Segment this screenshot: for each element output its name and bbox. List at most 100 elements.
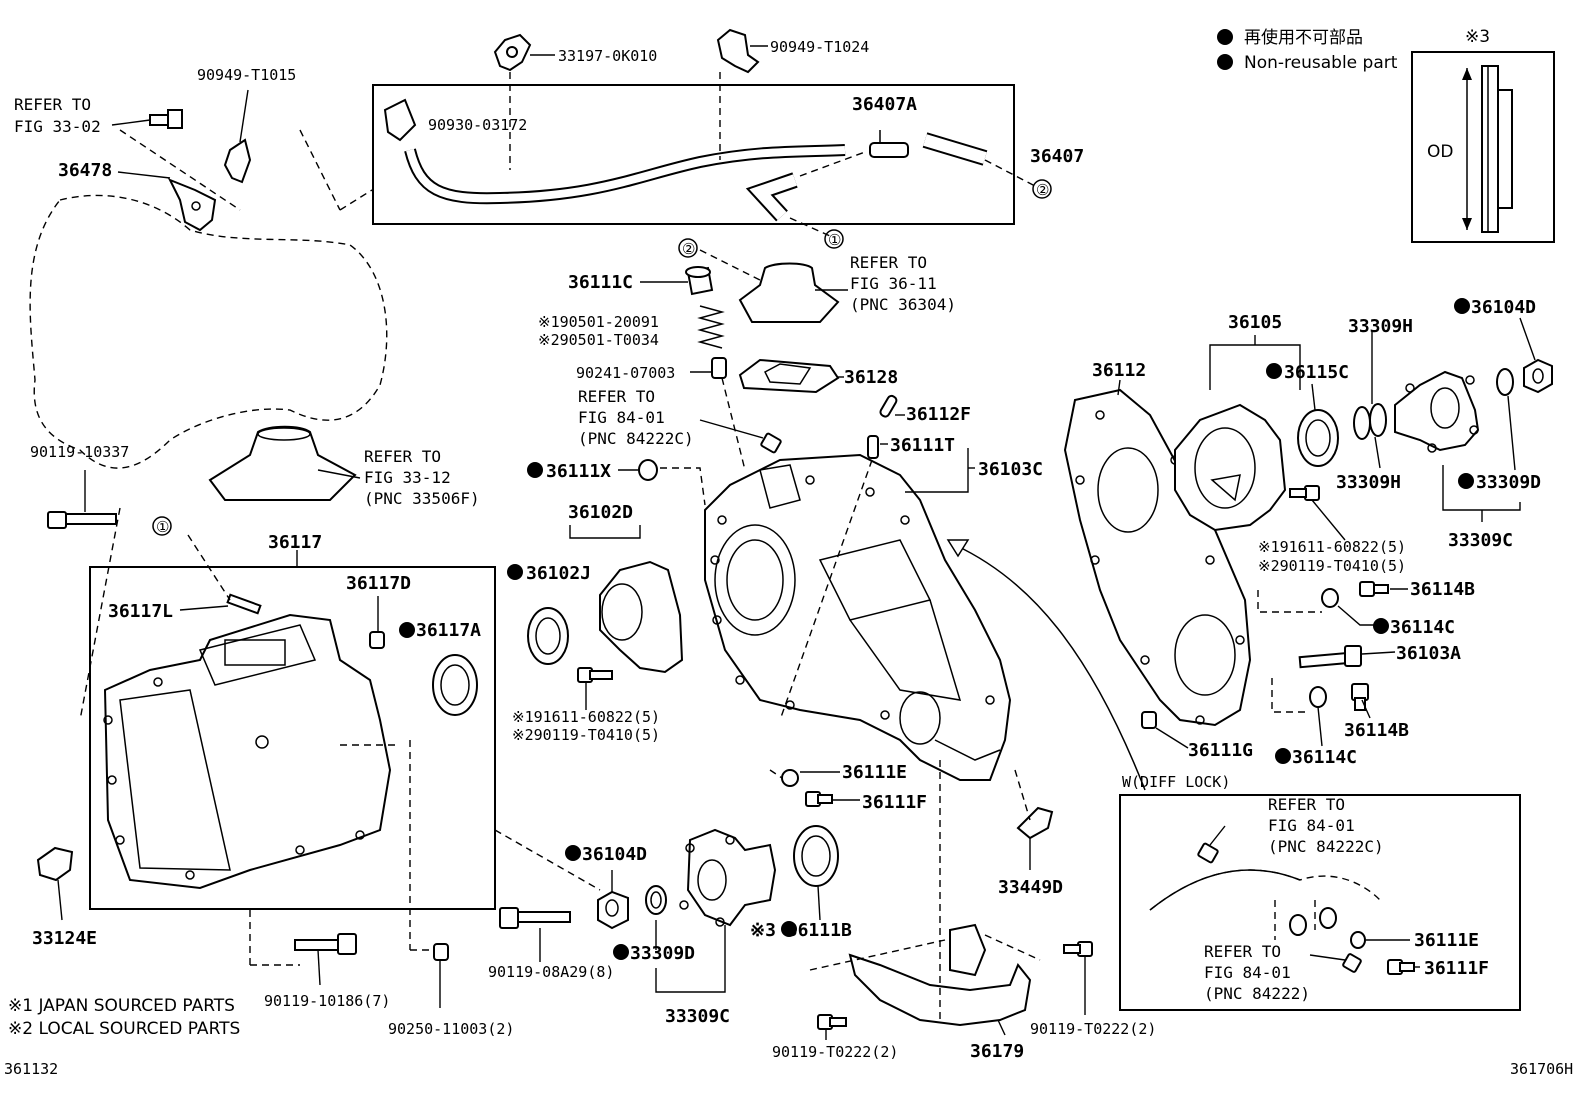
bolt-90119-10186 <box>249 910 357 986</box>
label-90250-11003: 90250-11003(2) <box>388 1020 514 1038</box>
extension-housing-box <box>89 534 496 910</box>
gasket-36114c-lower <box>1271 678 1327 747</box>
nonreusable-bullets <box>399 298 1474 960</box>
bolt-90119-08a29 <box>494 829 601 962</box>
label-36114b-top: 36114B <box>1410 579 1475 600</box>
bolt-36103a <box>1298 645 1396 669</box>
bolt-36105-retainer <box>1289 485 1346 541</box>
label-36179: 36179 <box>970 1041 1024 1062</box>
pin-36112f <box>879 394 905 418</box>
clip-90949-t1024 <box>716 28 768 160</box>
label-90241-07003: 90241-07003 <box>576 364 675 382</box>
case-cover-36112 <box>1063 379 1252 727</box>
label-36111b: ※3 36111B <box>750 920 852 941</box>
bolt-36111f <box>805 791 860 807</box>
label-90119-t0222-right: 90119-T0222(2) <box>1030 1020 1156 1038</box>
label-33449d: 33449D <box>998 877 1063 898</box>
label-33309h-top: 33309H <box>1348 316 1413 337</box>
label-90119-10337: 90119-10337 <box>30 443 129 461</box>
label-36407: 36407 <box>1030 146 1084 167</box>
plug-36111e <box>769 769 840 787</box>
pin-90250 <box>409 740 449 1008</box>
ref-8401c-line3: (PNC 84222) <box>1204 984 1310 1003</box>
washer-33309d-upper <box>1496 368 1516 471</box>
cover-refer-3611 <box>699 249 848 323</box>
label-36111f: 36111F <box>862 792 927 813</box>
label-33124e: 33124E <box>32 928 97 949</box>
label-90119-10186: 90119-10186(7) <box>264 992 390 1010</box>
marker-2-right: ② <box>1036 181 1049 199</box>
diff-lock-label: W(DIFF LOCK) <box>1122 773 1230 791</box>
label-90949-t1024: 90949-T1024 <box>770 38 869 56</box>
plug-36114b-lower <box>1351 683 1371 719</box>
label-33197-0k010: 33197-0K010 <box>558 47 657 65</box>
footer-note2: ※2 LOCAL SOURCED PARTS <box>8 1019 240 1039</box>
plate-36128 <box>738 358 844 394</box>
retainer-36105 <box>1174 335 1301 532</box>
ref-8401a-line1: REFER TO <box>578 387 655 406</box>
retainer-36102d <box>527 525 684 710</box>
seal-36111b <box>793 825 839 921</box>
bracket-36478 <box>117 171 217 232</box>
clip-90949-t1015 <box>223 89 252 184</box>
ref-3611-line1: REFER TO <box>850 253 927 272</box>
label-33309c-bottom: 33309C <box>665 1006 730 1027</box>
nut-36104d-lower <box>597 870 629 930</box>
label-33309c-top: 33309C <box>1448 530 1513 551</box>
label-36111t: 36111T <box>890 435 955 456</box>
bracket-33449d <box>1014 769 1054 870</box>
label-36103c: 36103C <box>978 459 1043 480</box>
label-36112f: 36112F <box>906 404 971 425</box>
label-290119-a: ※290119-T0410(5) <box>512 726 660 744</box>
flange-33309c-upper <box>1394 370 1521 522</box>
washer-33309d-lower <box>645 885 667 950</box>
label-36117d: 36117D <box>346 573 411 594</box>
flange-33309c-lower <box>655 828 777 993</box>
label-36104d-bottom: 36104D <box>582 844 647 865</box>
ref-3611-line3: (PNC 36304) <box>850 295 956 314</box>
breather-stack <box>640 266 746 471</box>
ref-8401c-line2: FIG 84-01 <box>1204 963 1291 982</box>
clip-33124e <box>36 846 74 921</box>
footer-note1: ※1 JAPAN SOURCED PARTS <box>8 996 235 1016</box>
label-36112: 36112 <box>1092 360 1146 381</box>
bolt-90119-t0222-right <box>1063 941 1093 1015</box>
washers-33309h <box>1353 330 1387 469</box>
label-36117a: 36117A <box>416 620 481 641</box>
label-191611-a: ※191611-60822(5) <box>512 708 660 726</box>
label-290119-b: ※290119-T0410(5) <box>1258 557 1406 575</box>
label-33309h-bottom: 33309H <box>1336 472 1401 493</box>
plug-36111x <box>618 459 706 506</box>
breather-refer-8401 <box>699 419 782 454</box>
ref-3302-line2: FIG 33-02 <box>14 117 101 136</box>
marker-2-left: ② <box>682 240 695 258</box>
label-90930-03172: 90930-03172 <box>428 116 527 134</box>
guard-36179 <box>809 760 1041 1036</box>
label-36117l: 36117L <box>108 601 173 622</box>
ref-8401b-line3: (PNC 84222C) <box>1268 837 1384 856</box>
nut-36104d-upper <box>1519 317 1553 394</box>
bolt-90119-10337 <box>47 470 121 721</box>
cover-refer-3312 <box>208 425 361 501</box>
ref-3302-line1: REFER TO <box>14 95 91 114</box>
label-90119-08a29: 90119-08A29(8) <box>488 963 614 981</box>
label-191611-b: ※191611-60822(5) <box>1258 538 1406 556</box>
footer-left-code: 361132 <box>4 1060 58 1078</box>
legend: 再使用不可部品 Non-reusable part <box>1217 27 1398 73</box>
breather-hose-group <box>372 84 1036 237</box>
ref-8401a-line2: FIG 84-01 <box>578 408 665 427</box>
legend-jp: 再使用不可部品 <box>1244 27 1363 48</box>
label-90119-t0222-left: 90119-T0222(2) <box>772 1043 898 1061</box>
label-36103a: 36103A <box>1396 643 1461 664</box>
label-36114b-bottom: 36114B <box>1344 720 1409 741</box>
diff-lock-box: W(DIFF LOCK) <box>1119 773 1521 1011</box>
label-36111x: 36111X <box>546 461 611 482</box>
bolt-refer-3302 <box>111 109 183 129</box>
ref-3312-line1: REFER TO <box>364 447 441 466</box>
ref-8401a-line3: (PNC 84222C) <box>578 429 694 448</box>
label-36128: 36128 <box>844 367 898 388</box>
marker-1-left: ① <box>156 518 169 536</box>
gasket-36114c-upper <box>1257 588 1375 626</box>
